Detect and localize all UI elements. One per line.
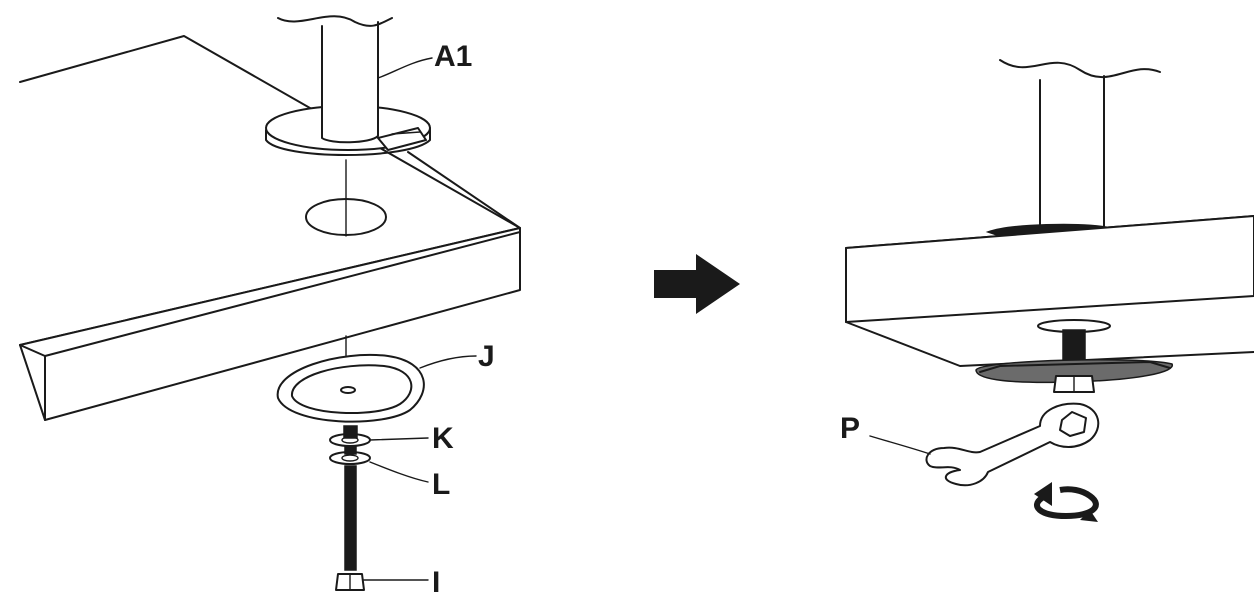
clamp-installed [975, 319, 1173, 393]
desk-hole [305, 159, 387, 237]
installed-view-panel [845, 59, 1254, 522]
desk-left [19, 35, 521, 421]
label-k: K [432, 422, 454, 455]
pole-installed [985, 59, 1161, 237]
label-j: J [478, 340, 495, 373]
pole-a1 [265, 15, 433, 156]
wrench-p [869, 402, 1100, 487]
label-l: L [432, 468, 450, 501]
bolt-i [335, 425, 429, 591]
clockwise-rotation-icon [1034, 482, 1099, 522]
exploded-view-panel [19, 15, 521, 591]
label-a1: A1 [434, 40, 472, 73]
clamp-plate-j [276, 335, 477, 423]
right-arrow-icon [654, 254, 740, 314]
label-i: I [432, 566, 440, 599]
desk-right [845, 215, 1254, 367]
label-p: P [840, 412, 860, 445]
